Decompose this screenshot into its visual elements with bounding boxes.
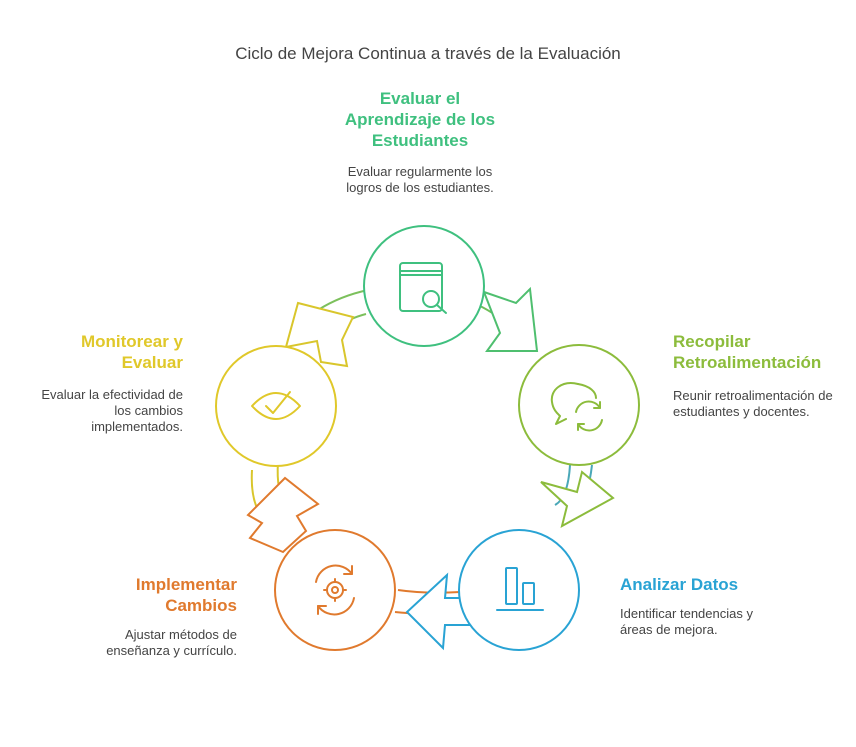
- step-heading-monitorear-evaluar: Monitorear y Evaluar: [80, 332, 183, 372]
- gear-cycle-icon: [315, 564, 355, 616]
- step-desc-analizar-datos: Identificar tendencias y áreas de mejora…: [620, 606, 753, 637]
- step-desc-recopilar-retroalimentacion: Reunir retroalimentación de estudiantes …: [673, 388, 833, 419]
- eye-check-icon: [251, 391, 301, 420]
- diagram-title: Ciclo de Mejora Continua a través de la …: [235, 44, 621, 63]
- cycle-arrows: [246, 286, 615, 651]
- arrow-1: [482, 286, 539, 352]
- step-desc-monitorear-evaluar: Evaluar la efectividad de los cambios im…: [41, 387, 183, 434]
- bar-chart-icon: [496, 567, 544, 611]
- step-desc-evaluar-aprendizaje: Evaluar regularmente los logros de los e…: [346, 164, 494, 195]
- step-heading-recopilar-retroalimentacion: Recopilar Retroalimentación: [673, 332, 822, 372]
- circle-monitorear-evaluar: [215, 345, 337, 467]
- circle-analizar-datos: [458, 529, 580, 651]
- step-heading-implementar-cambios: Implementar Cambios: [135, 575, 237, 615]
- step-desc-implementar-cambios: Ajustar métodos de enseñanza y currículo…: [106, 627, 237, 658]
- arrow-5: [284, 301, 355, 368]
- arrow-3: [405, 572, 471, 651]
- book-search-icon: [399, 262, 447, 314]
- circle-implementar-cambios: [274, 529, 396, 651]
- step-heading-analizar-datos: Analizar Datos: [620, 575, 739, 594]
- arrow-2: [540, 470, 615, 528]
- arrow-4: [246, 476, 320, 554]
- step-heading-evaluar-aprendizaje: Evaluar el Aprendizaje de los Estudiante…: [344, 89, 496, 150]
- chat-refresh-icon: [550, 382, 603, 432]
- circle-evaluar-aprendizaje: [363, 225, 485, 347]
- connector-arc-5: [317, 289, 369, 311]
